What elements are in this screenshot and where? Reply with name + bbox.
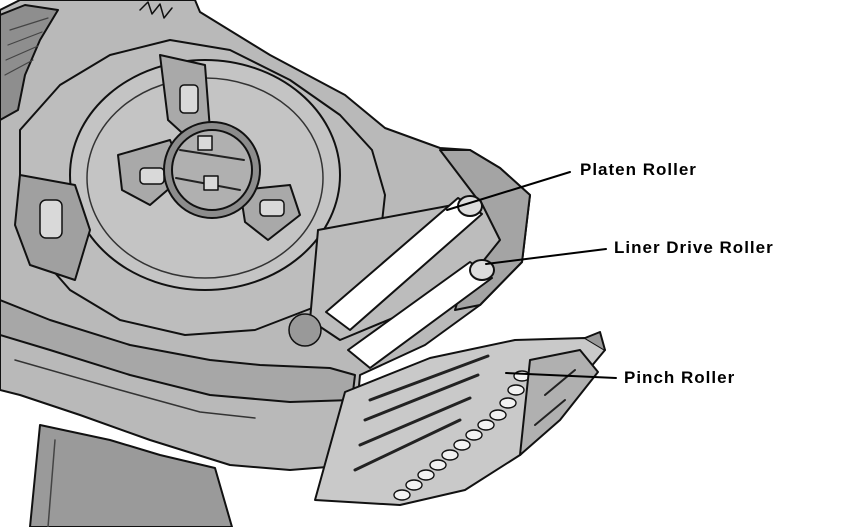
pinch-roller-label: Pinch Roller [624,368,736,387]
liner-drive-roller [347,261,493,369]
pinch-roller-leader [505,372,617,379]
liner-drive-roller-label: Liner Drive Roller [614,238,774,257]
platen-roller [325,197,483,331]
door-slats [353,354,490,472]
printer-handle [29,424,233,527]
platen-roller-label: Platen Roller [580,160,697,179]
liner-drive-roller-leader [485,248,607,265]
front-lip [0,299,356,403]
platen-roller-leader [446,171,571,211]
